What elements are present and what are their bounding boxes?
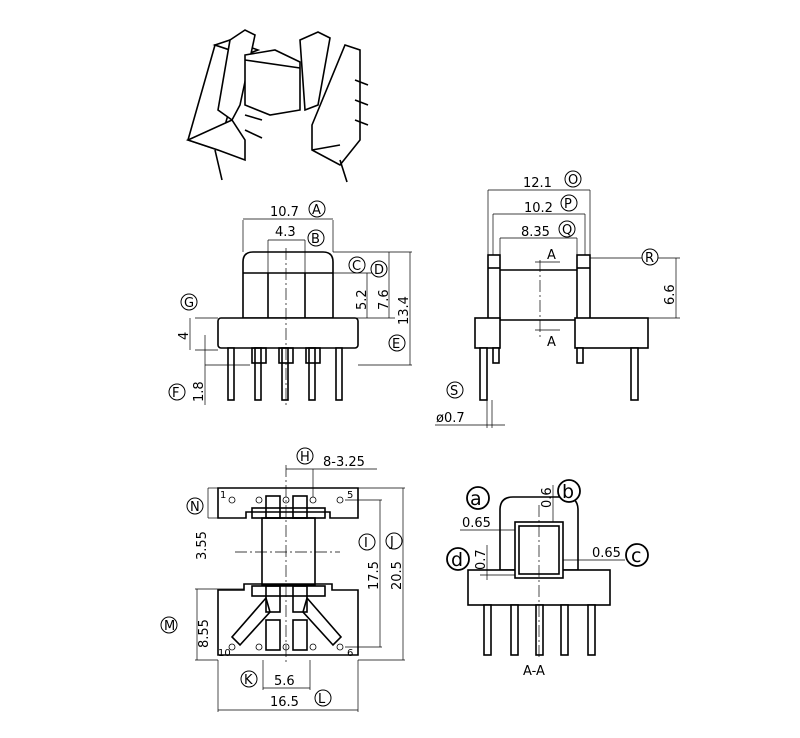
pins <box>227 347 343 401</box>
marker-r: R <box>645 251 654 266</box>
dim-3-55: 3.55 <box>195 531 210 560</box>
marker-j: J <box>389 535 394 550</box>
marker-o: O <box>568 173 578 188</box>
pin-label-5: 5 <box>347 490 353 501</box>
dim-0-6: 0.6 <box>540 487 555 508</box>
dim-4: 4 <box>177 332 192 340</box>
marker-s: S <box>450 384 458 399</box>
dim-10-2: 10.2 <box>524 201 553 216</box>
marker-b-lower: b <box>562 481 574 503</box>
section-mark-top: A <box>547 248 556 263</box>
marker-c-lower: c <box>631 545 641 567</box>
dim-12-1: 12.1 <box>523 176 552 191</box>
front-view: 10.7 A 4.3 B C D 5.2 7.6 13.4 E G 4 1.8 … <box>168 200 412 405</box>
marker-i: I <box>364 536 368 551</box>
dim-17-5: 17.5 <box>367 561 382 590</box>
pin-label-10: 10 <box>218 648 231 659</box>
marker-l: L <box>318 692 326 707</box>
marker-p: P <box>564 197 572 212</box>
dim-8-3-25: 8-3.25 <box>323 455 365 470</box>
marker-b: B <box>311 232 320 247</box>
bottom-view: 1 5 10 6 H 8-3.25 N 3.55 17.5 I 20.5 J 8… <box>160 447 405 712</box>
marker-a-lower: a <box>470 488 482 510</box>
marker-n: N <box>190 500 200 515</box>
dim-0-65-right: 0.65 <box>592 546 621 561</box>
dim-a: 10.7 <box>270 205 299 220</box>
marker-d-lower: d <box>451 549 463 571</box>
dim-16-5: 16.5 <box>270 695 299 710</box>
dim-1-8: 1.8 <box>192 381 207 402</box>
section-view: a b c d 0.65 0.6 0.65 0.7 A-A <box>446 479 649 679</box>
isometric-view <box>185 29 369 183</box>
dim-0-7: 0.7 <box>474 549 489 570</box>
section-mark-bottom: A <box>547 335 556 350</box>
dim-5-6: 5.6 <box>274 674 295 689</box>
marker-f: F <box>172 386 179 401</box>
pin-label-1: 1 <box>220 490 226 501</box>
pin-label-6: 6 <box>347 648 353 659</box>
marker-m: M <box>164 619 175 634</box>
dim-0-65-left: 0.65 <box>462 516 491 531</box>
marker-c: C <box>352 259 361 274</box>
dim-5-2: 5.2 <box>355 289 370 310</box>
marker-k: K <box>244 673 253 688</box>
dim-8-55: 8.55 <box>197 619 212 648</box>
side-view: A A 12.1 O 10.2 P 8.35 Q 6.6 R ø0.7 S <box>435 170 680 428</box>
dim-6-6: 6.6 <box>663 284 678 305</box>
dim-b: 4.3 <box>275 225 296 240</box>
marker-e: E <box>392 337 400 352</box>
marker-g: G <box>184 296 194 311</box>
marker-h: H <box>300 450 310 465</box>
dim-7-6: 7.6 <box>377 289 392 310</box>
marker-d: D <box>374 263 384 278</box>
section-title: A-A <box>523 664 545 679</box>
dim-20-5: 20.5 <box>390 561 405 590</box>
dim-13-4: 13.4 <box>397 296 412 325</box>
dim-dia-0-7: ø0.7 <box>436 411 465 426</box>
marker-q: Q <box>562 223 572 238</box>
dim-8-35: 8.35 <box>521 225 550 240</box>
marker-a: A <box>312 203 321 218</box>
